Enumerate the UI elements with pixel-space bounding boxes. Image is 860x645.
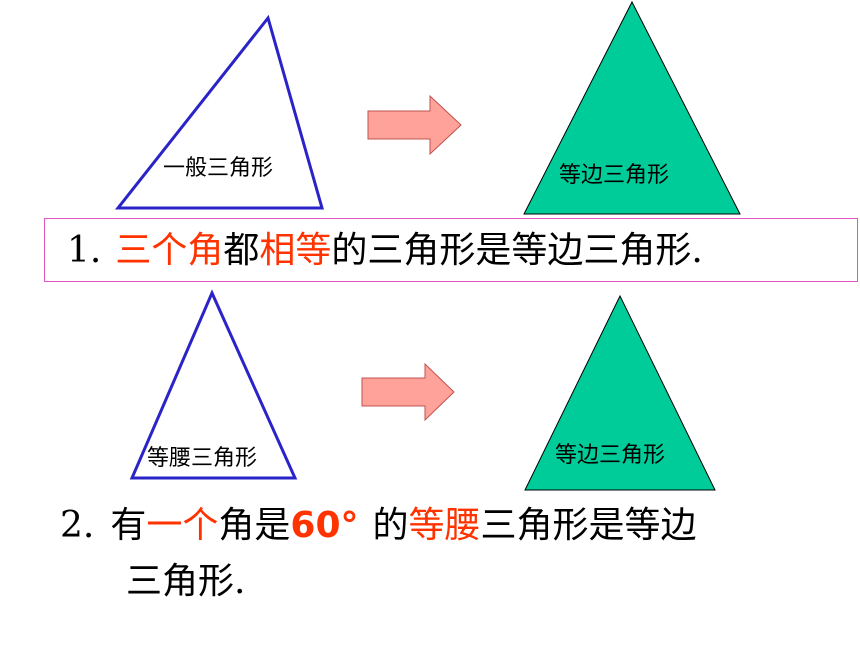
statement-2-highlight-isosceles: 等腰 bbox=[408, 505, 481, 546]
statement-2-text: 有 bbox=[110, 505, 147, 546]
statement-2-number: 2. bbox=[60, 505, 95, 546]
statement-2-highlight-one: 一个 bbox=[146, 505, 219, 546]
right-arrow-icon bbox=[361, 362, 455, 422]
statement-2-highlight-60-degrees: 60° bbox=[290, 505, 359, 546]
equilateral-triangle-bottom bbox=[524, 294, 716, 491]
statement-2-line-2: 三角形. bbox=[126, 561, 246, 602]
statement-1-number: 1. bbox=[67, 230, 102, 271]
equilateral-triangle-top bbox=[523, 0, 741, 215]
statement-1-text: 的三角形是等边三角形. bbox=[331, 230, 703, 271]
statement-2-text: 角是 bbox=[218, 505, 291, 546]
right-arrow-icon bbox=[367, 94, 462, 156]
equilateral-triangle-label-top: 等边三角形 bbox=[559, 163, 670, 188]
statement-1: 1. 三个角都相等的三角形是等边三角形. bbox=[44, 218, 858, 282]
statement-2: 2. 有一个角是60° 的等腰三角形是等边三角形. bbox=[60, 498, 850, 610]
general-triangle bbox=[114, 14, 324, 210]
statement-1-text: 都 bbox=[223, 230, 260, 271]
isosceles-triangle bbox=[129, 289, 298, 480]
isosceles-triangle-label: 等腰三角形 bbox=[147, 446, 258, 471]
general-triangle-label: 一般三角形 bbox=[163, 156, 274, 181]
statement-1-highlight-three-angles: 三个角 bbox=[115, 230, 224, 271]
statement-1-highlight-equal: 相等 bbox=[259, 230, 332, 271]
statement-2-text: 三角形是等边 bbox=[480, 505, 697, 546]
equilateral-triangle-label-bottom: 等边三角形 bbox=[555, 443, 666, 468]
statement-2-text: 的 bbox=[372, 505, 409, 546]
